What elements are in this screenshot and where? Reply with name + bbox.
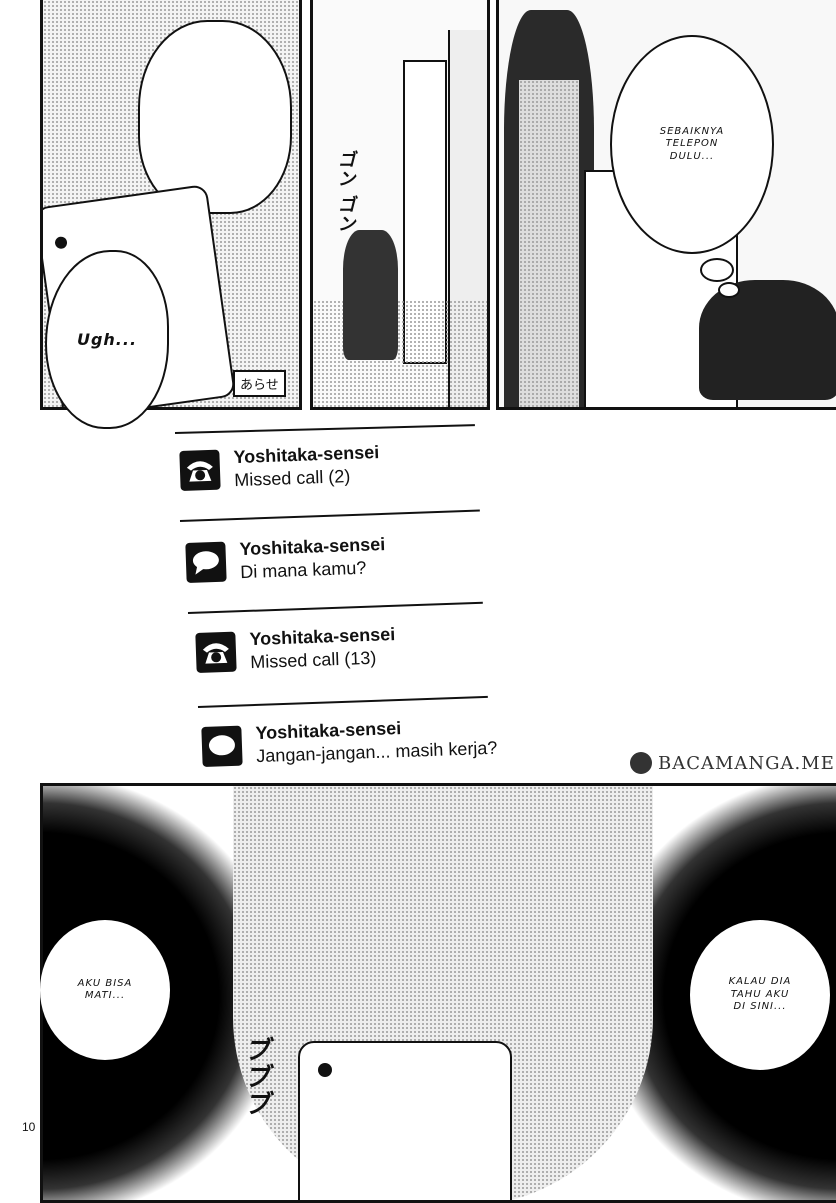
character-head <box>138 20 292 214</box>
thought-text: SEBAIKNYA TELEPON DULU... <box>659 125 725 162</box>
narration-bubble-right: KALAU DIA TAHU AKU DI SINI... <box>690 920 830 1070</box>
narration-left: AKU BISA MATI... <box>77 977 133 1002</box>
name-tag: あらせ <box>233 370 286 397</box>
camera-icon <box>54 235 68 250</box>
message-icon <box>185 541 227 583</box>
phone-icon <box>195 631 237 673</box>
watermark-logo-icon <box>630 752 652 774</box>
notification-message: Di mana kamu? <box>240 557 367 583</box>
bending-figure <box>699 280 836 400</box>
notification-divider <box>187 601 483 614</box>
notification-item[interactable]: Yoshitaka-sensei Jangan-jangan... masih … <box>201 714 498 770</box>
narration-right: KALAU DIA TAHU AKU DI SINI... <box>728 976 792 1013</box>
notification-divider <box>174 424 475 434</box>
narration-bubble-left: AKU BISA MATI... <box>40 920 170 1060</box>
notification-item[interactable]: Yoshitaka-sensei Di mana kamu? <box>185 533 386 586</box>
thought-bubble: SEBAIKNYA TELEPON DULU... <box>610 35 774 254</box>
sfx-vibrate: ブブブ <box>239 1036 270 1117</box>
phone-closeup <box>298 1041 512 1200</box>
notification-item[interactable]: Yoshitaka-sensei Missed call (2) <box>179 441 380 494</box>
notification-message: Missed call (2) <box>234 466 351 491</box>
camera-icon <box>318 1063 332 1077</box>
watermark-text: BACAMANGA.ME <box>658 752 835 774</box>
crouching-figure <box>343 230 398 360</box>
notification-message: Missed call (13) <box>250 647 377 673</box>
watermark: BACAMANGA.ME <box>630 752 835 774</box>
sfx-bang: ゴン ゴン <box>334 150 356 234</box>
thought-dot-2 <box>718 282 740 298</box>
notification-divider <box>179 509 480 522</box>
notification-divider <box>197 695 488 708</box>
thought-dot-1 <box>700 258 734 282</box>
phone-icon <box>179 449 221 491</box>
speech-bubble-ugh: Ugh... <box>45 250 169 429</box>
panel-boy-phone: あらせ <box>40 0 302 410</box>
floor <box>313 300 487 407</box>
speech-text: Ugh... <box>76 329 138 349</box>
panel-hallway-lockers: ゴン ゴン <box>310 0 490 410</box>
notification-item[interactable]: Yoshitaka-sensei Missed call (13) <box>195 623 396 676</box>
page-number: 10 <box>22 1120 36 1134</box>
apron <box>519 80 579 407</box>
message-icon <box>201 725 243 767</box>
